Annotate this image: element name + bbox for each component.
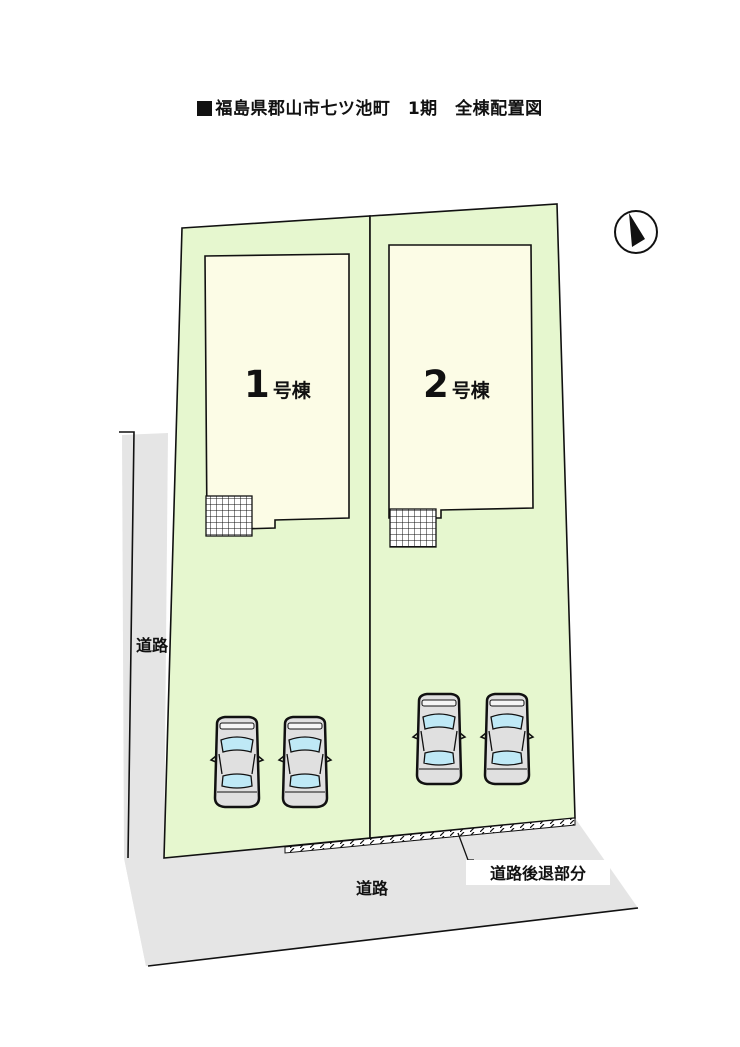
setback-label: 道路後退部分 (490, 864, 586, 883)
page-title: 福島県郡山市七ツ池町 1期 全棟配置図 (0, 94, 740, 119)
entrance-tile-icon (389, 508, 437, 548)
north-arrow-icon (614, 210, 658, 254)
building-2-suffix: 号棟 (452, 379, 491, 402)
road-edge-line (119, 431, 135, 859)
road-front (124, 818, 638, 966)
building-1-suffix: 号棟 (273, 379, 312, 402)
page-title-text: 福島県郡山市七ツ池町 1期 全棟配置図 (215, 99, 543, 119)
building-1-number: 1 (244, 363, 270, 406)
building-2-number: 2 (423, 363, 449, 406)
setback-label-bg (466, 860, 610, 885)
car-icon (277, 715, 333, 809)
entrance-tile-icon (205, 495, 253, 537)
road-side (122, 433, 168, 966)
road-label-front: 道路 (356, 879, 389, 898)
car-icon (479, 692, 535, 786)
building-2-footprint (388, 244, 534, 519)
car-icon (411, 692, 467, 786)
road-edge-line-front (147, 907, 639, 967)
car-icon (209, 715, 265, 809)
road-setback-strip (284, 817, 576, 854)
road-label-side: 道路 (136, 636, 169, 655)
title-square-icon (197, 101, 213, 116)
